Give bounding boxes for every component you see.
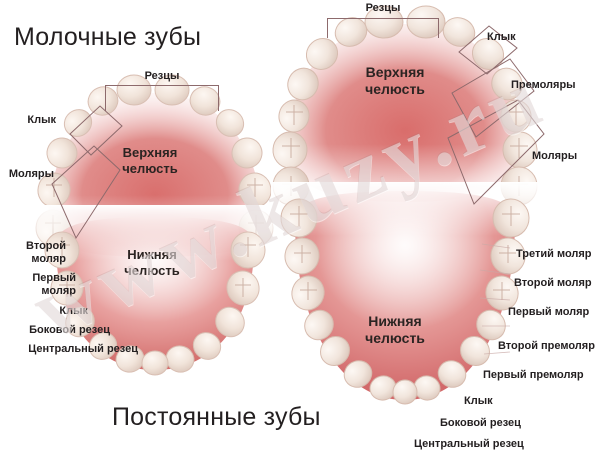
permanent-lower-jaw-line2: челюсть	[365, 330, 425, 347]
primary-tooth-label-canine: Клык	[59, 305, 88, 317]
primary-lower-jaw-line2: челюсть	[124, 262, 180, 278]
permanent-group-label-premolars: Премоляры	[511, 79, 576, 91]
permanent-tooth-label-first-premolar: Первый премоляр	[483, 369, 584, 381]
primary-teeth-illustration	[29, 74, 285, 376]
primary-tooth-label-lateral-incisor: Боковой резец	[29, 324, 110, 336]
permanent-upper-jaw-label: Верхняя челюсть	[352, 64, 438, 98]
primary-lower-jaw-line1: Нижняя	[127, 247, 177, 262]
permanent-tooth-label-second-molar: Второй моляр	[514, 277, 592, 289]
permanent-tooth-label-canine: Клык	[464, 395, 493, 407]
primary-molars-leader	[51, 145, 121, 240]
primary-tooth-label-second-molar-line1: Второй	[26, 240, 66, 252]
primary-tooth-label-first-molar-line2: моляр	[41, 284, 76, 297]
permanent-tooth-label-first-molar: Первый моляр	[508, 306, 590, 318]
primary-tooth-label-second-molar: Второй моляр	[0, 240, 66, 266]
primary-upper-jaw-line1: Верхняя	[122, 145, 178, 160]
primary-group-label-canine: Клык	[27, 114, 56, 126]
primary-tooth-label-second-molar-line2: моляр	[31, 252, 66, 265]
permanent-lower-jaw-label: Нижняя челюсть	[352, 313, 438, 347]
permanent-group-label-canine: Клык	[487, 31, 516, 43]
permanent-tooth-label-lateral-incisor: Боковой резец	[440, 417, 521, 429]
primary-lower-arch	[29, 205, 284, 376]
primary-teeth-title: Молочные зубы	[14, 23, 202, 51]
permanent-incisors-bracket	[327, 18, 439, 38]
permanent-lower-jaw-line1: Нижняя	[368, 313, 422, 329]
permanent-group-label-molars: Моляры	[532, 150, 578, 162]
permanent-upper-jaw-line1: Верхняя	[365, 64, 425, 80]
permanent-upper-jaw-line2: челюсть	[365, 81, 425, 98]
permanent-group-label-incisors: Резцы	[365, 2, 401, 14]
permanent-molars-leader	[447, 99, 545, 205]
primary-tooth-label-first-molar: Первый моляр	[0, 272, 76, 298]
primary-incisors-bracket	[105, 85, 219, 111]
primary-upper-jaw-label: Верхняя челюсть	[104, 145, 196, 177]
permanent-canine-leader	[458, 25, 518, 75]
permanent-tooth-label-third-molar: Третий моляр	[516, 248, 592, 260]
primary-upper-jaw-line2: челюсть	[122, 160, 178, 176]
primary-group-label-incisors: Резцы	[144, 70, 180, 82]
permanent-teeth-title: Постоянные зубы	[112, 403, 321, 431]
permanent-teeth-illustration	[271, 5, 541, 405]
primary-lower-jaw-label: Нижняя челюсть	[108, 247, 196, 279]
permanent-tooth-label-central-incisor: Центральный резец	[414, 438, 524, 450]
permanent-tooth-label-second-premolar: Второй премоляр	[498, 340, 595, 352]
primary-tooth-label-central-incisor: Центральный резец	[28, 343, 138, 355]
primary-tooth-label-first-molar-line1: Первый	[32, 272, 76, 284]
primary-group-label-molars: Моляры	[8, 168, 54, 180]
permanent-lower-arch	[271, 182, 541, 405]
permanent-premolars-leader	[451, 58, 535, 138]
primary-canine-leader	[69, 105, 123, 156]
permanent-lower-label-leaders	[479, 243, 511, 355]
